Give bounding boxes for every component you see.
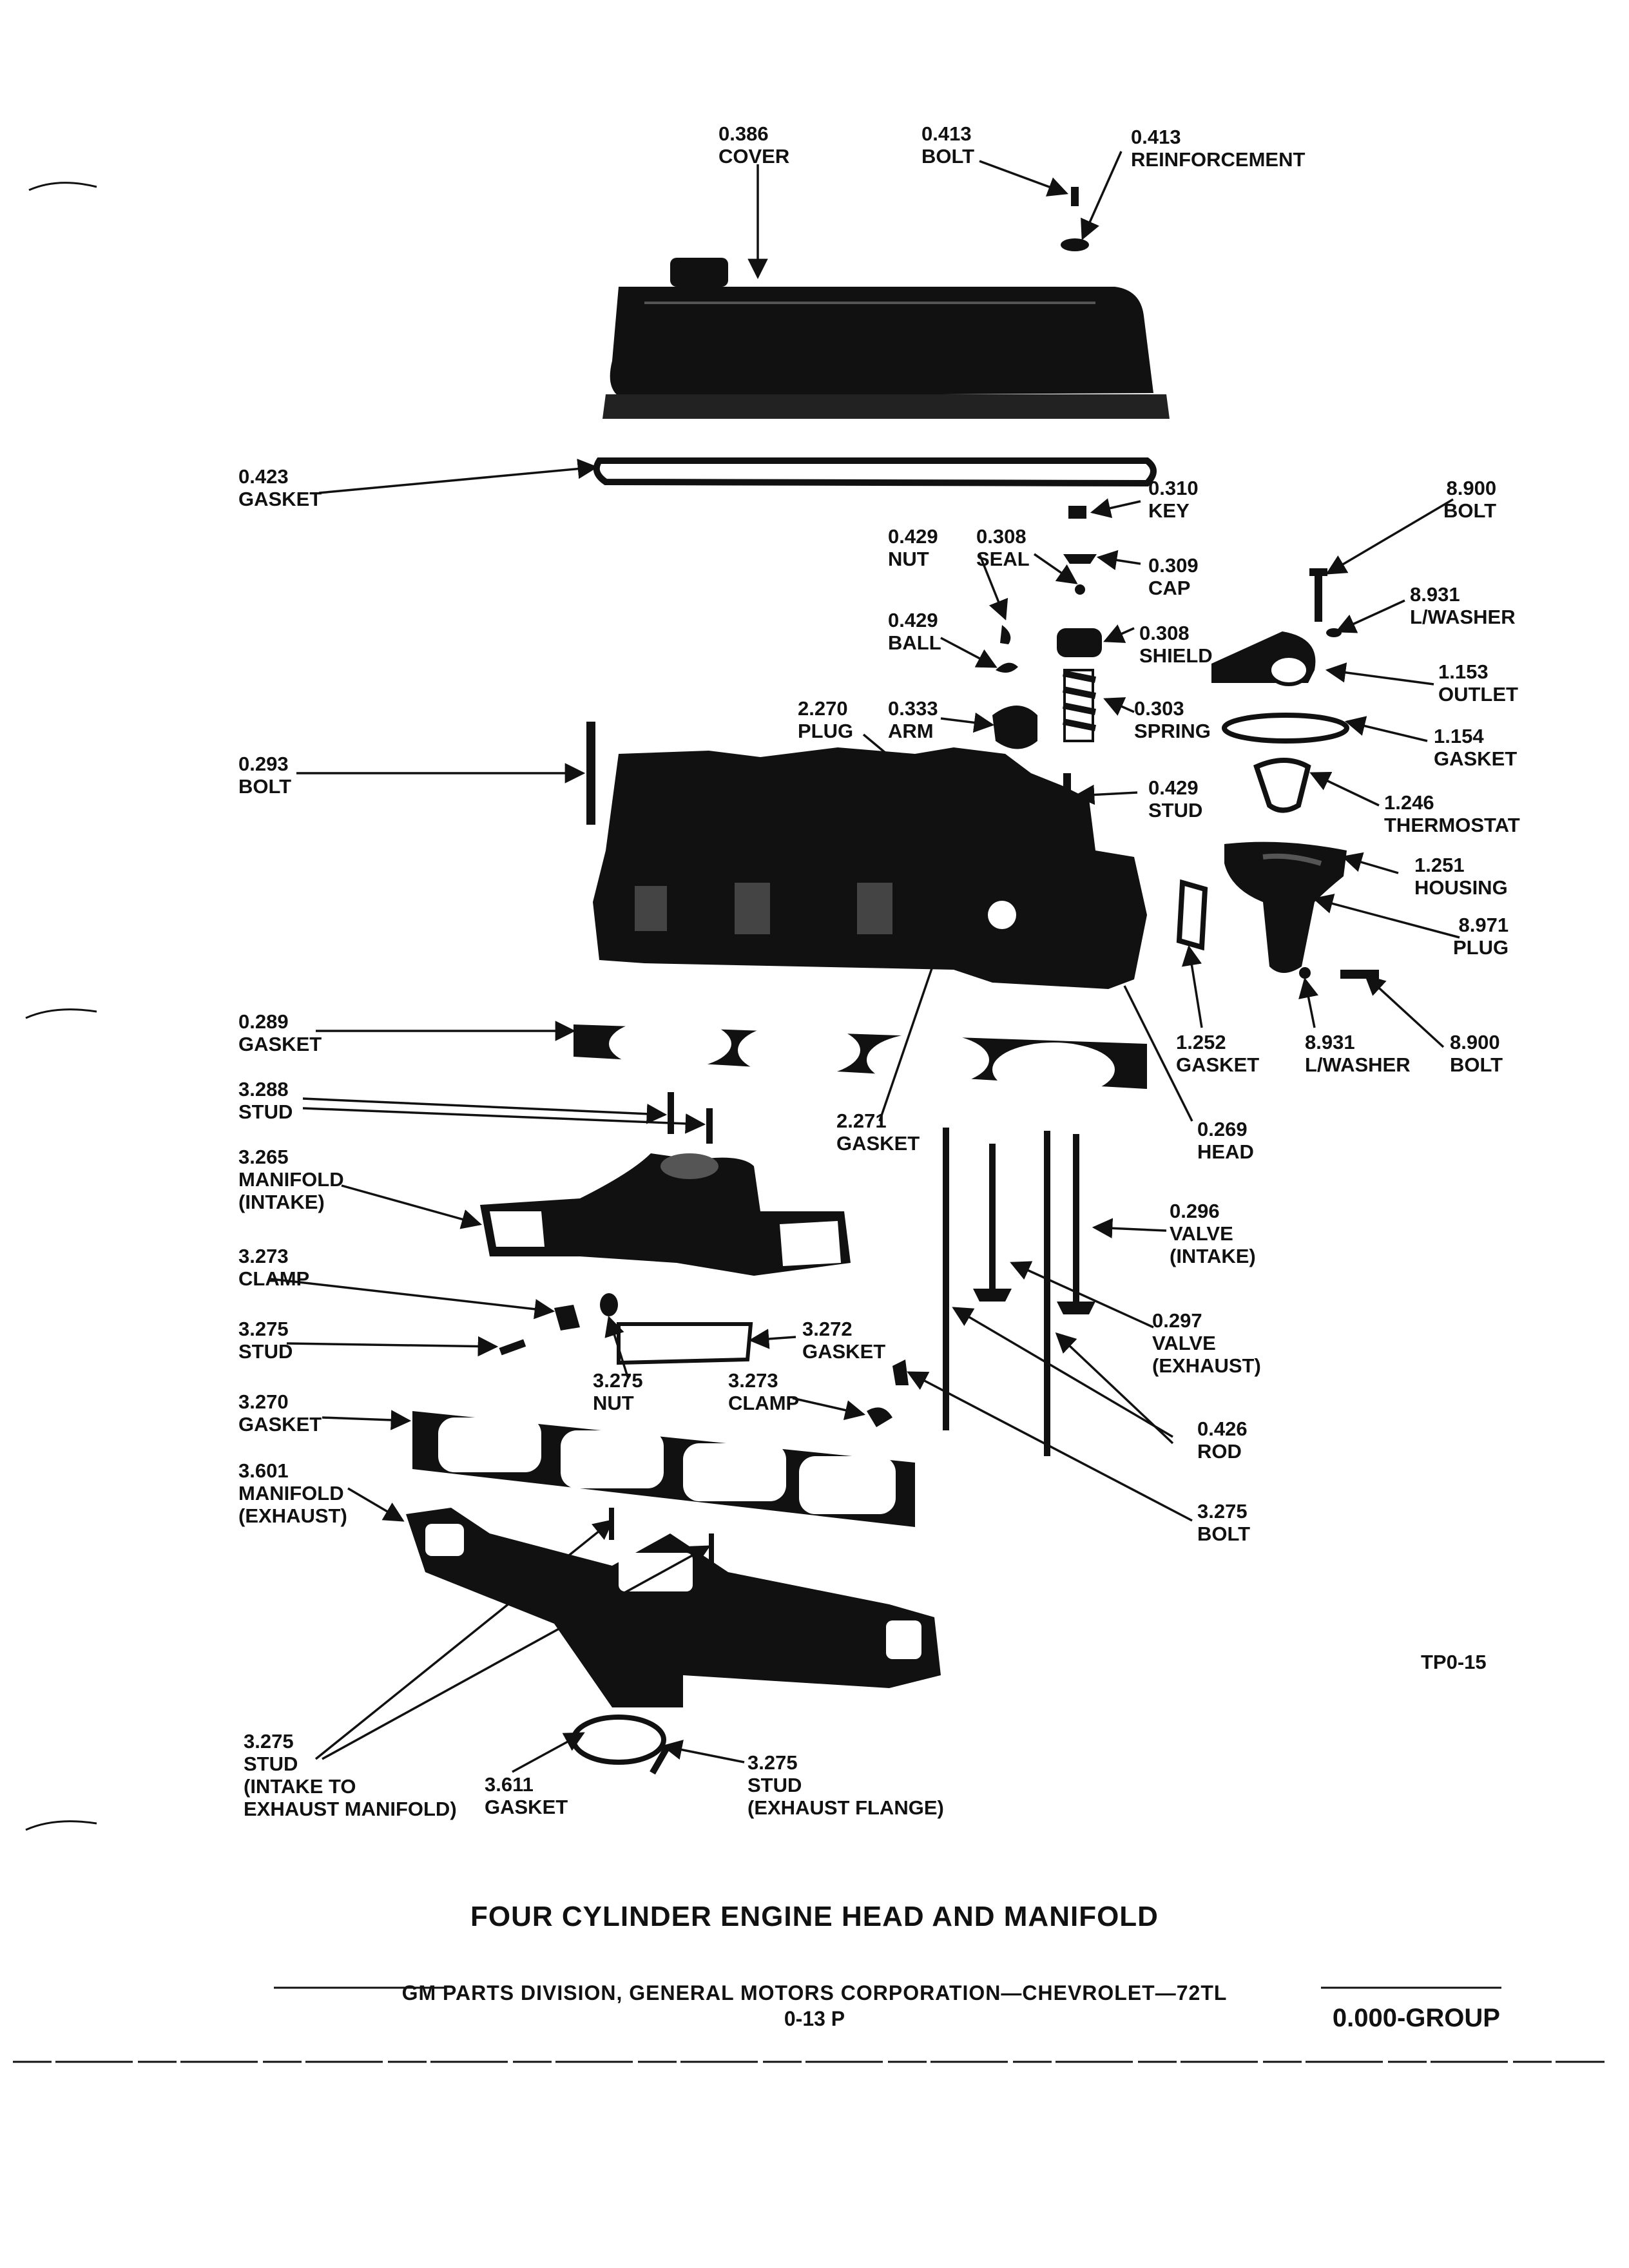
- exhaust-manifold: [406, 1508, 941, 1775]
- studs-manifold-top: [668, 1092, 713, 1144]
- figure-id: TP0-15: [1421, 1651, 1487, 1673]
- intake-manifold: [480, 1153, 851, 1276]
- rods-and-valves: [943, 1128, 1095, 1456]
- valve-train-parts: [992, 506, 1102, 749]
- page-title: FOUR CYLINDER ENGINE HEAD AND MANIFOLD: [470, 1901, 1159, 1932]
- publisher-line: GM PARTS DIVISION, GENERAL MOTORS CORPOR…: [401, 1981, 1228, 2004]
- head-gasket: [574, 1018, 1147, 1097]
- cylinder-head: [586, 722, 1147, 989]
- rocker-cover: [602, 258, 1170, 419]
- page-number: 0-13 P: [784, 2007, 845, 2030]
- reinforcement-part: [1061, 187, 1089, 251]
- group-label: 0.000-GROUP: [1332, 2004, 1500, 2032]
- manifold-gasket: [412, 1411, 915, 1527]
- leader-lines: [270, 151, 1460, 1773]
- cover-gasket: [593, 457, 1157, 487]
- water-outlet-parts: [1176, 568, 1379, 979]
- page-marks: [13, 182, 1605, 2063]
